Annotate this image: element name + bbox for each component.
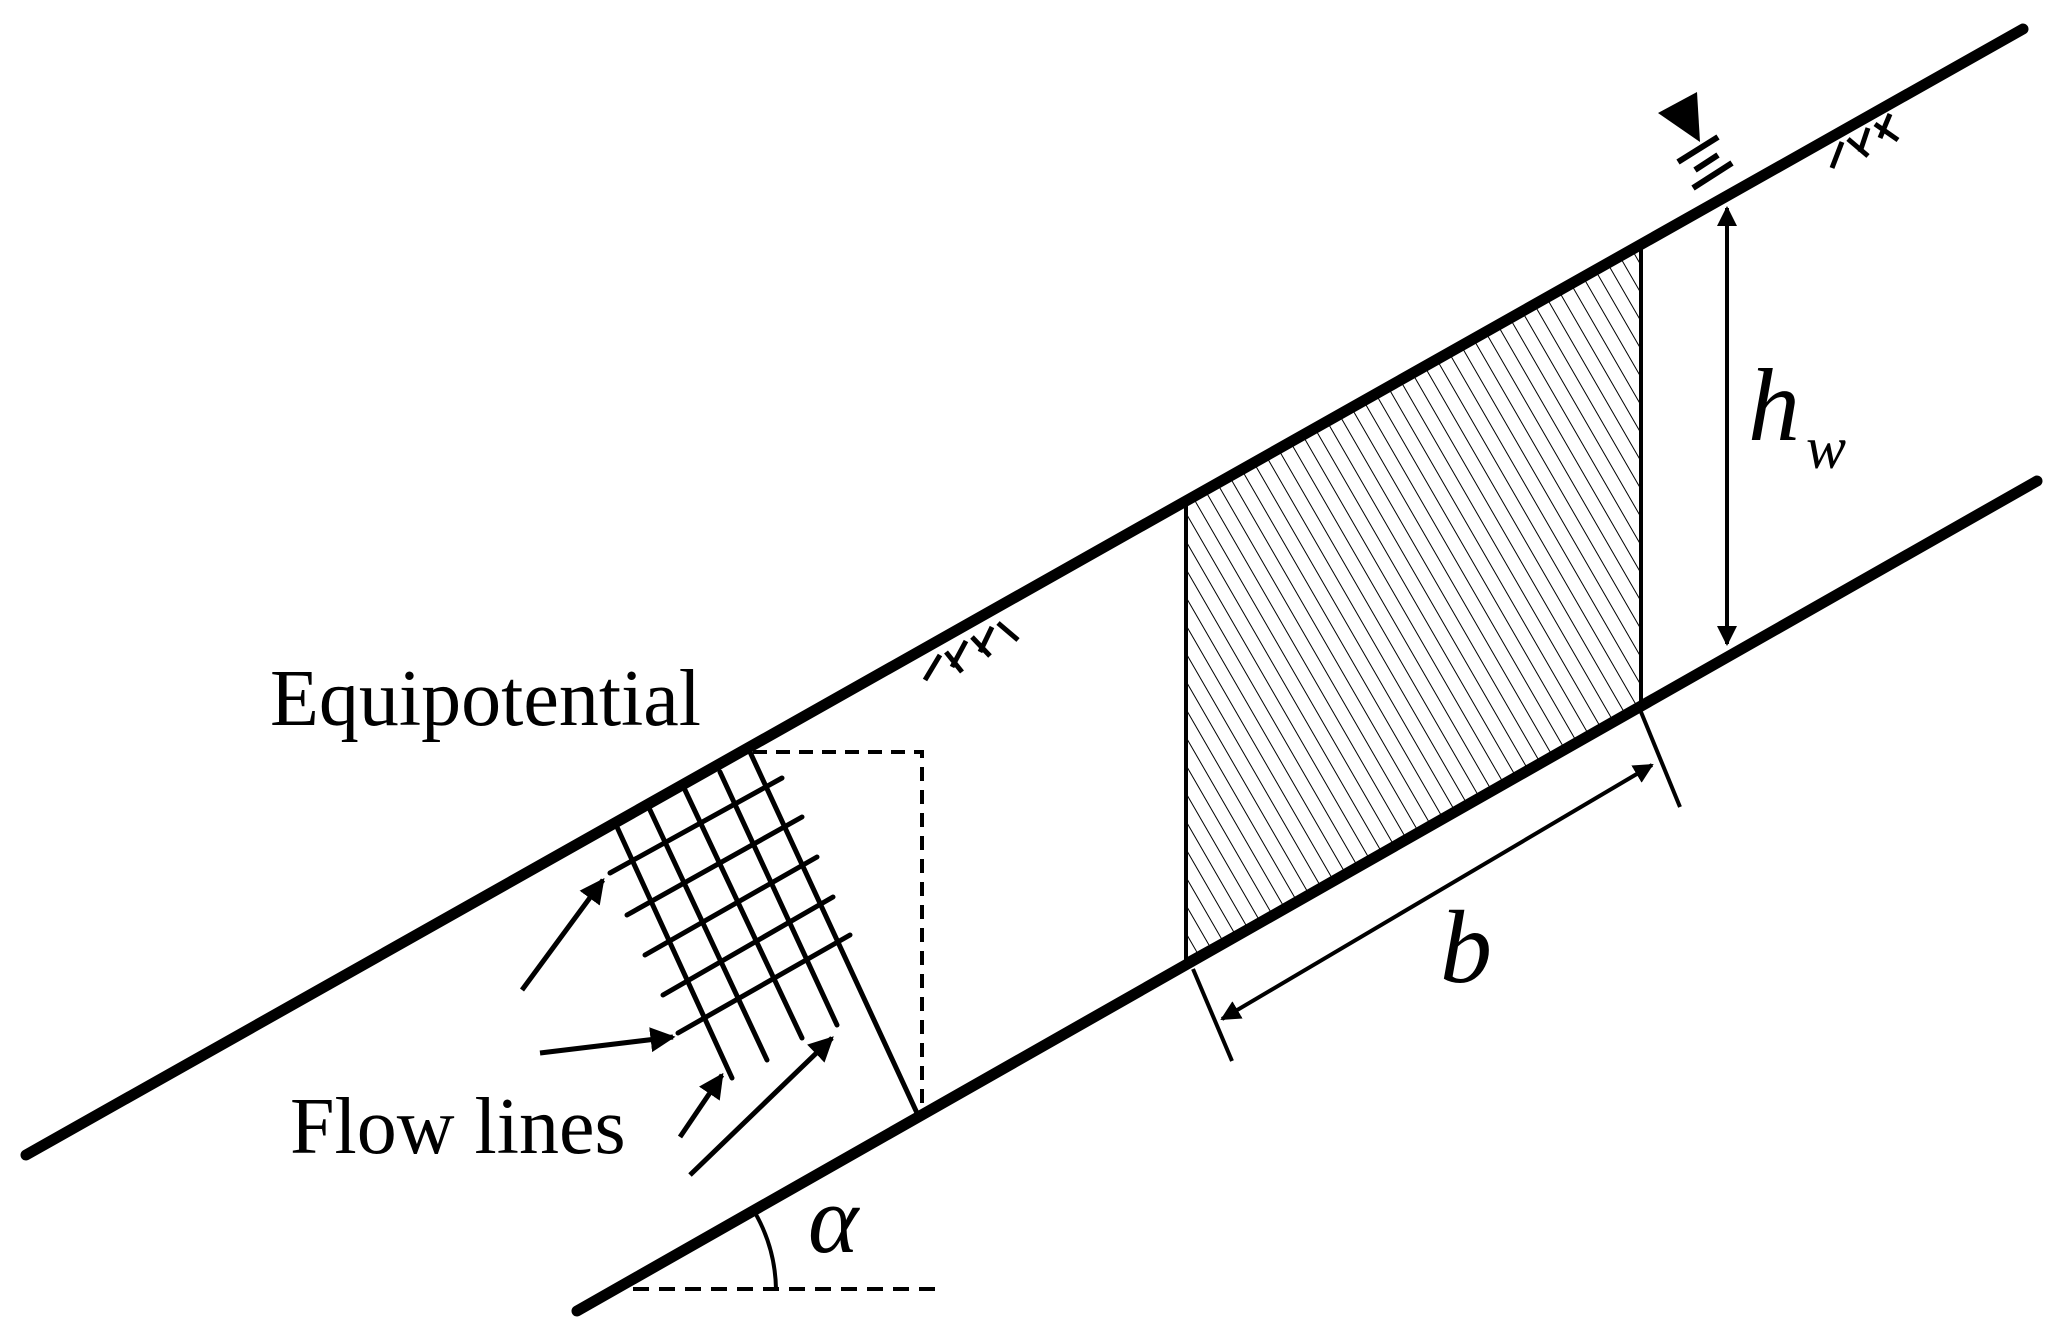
flow-lines-label: Flow lines bbox=[290, 1083, 626, 1171]
flow-line bbox=[647, 807, 770, 1063]
b-dimension-arrow bbox=[1220, 763, 1654, 1021]
hw-subscript: w bbox=[1806, 415, 1846, 481]
b-label: b bbox=[1440, 890, 1492, 1005]
ground-hatch-icon bbox=[1829, 113, 1900, 169]
dashed-vertical-reference bbox=[753, 750, 924, 1110]
equipotential-line bbox=[675, 932, 853, 1036]
flow-arrows bbox=[519, 877, 834, 1177]
flow-arrow bbox=[677, 1072, 725, 1139]
alpha-label: α bbox=[808, 1166, 860, 1273]
b-tick-left bbox=[1191, 968, 1234, 1062]
equipotential-line bbox=[607, 775, 785, 876]
hw-label: h bbox=[1748, 348, 1800, 463]
ground-hatch-icon bbox=[922, 621, 1020, 682]
equipotential-line bbox=[660, 894, 836, 998]
equipotential-label: Equipotential bbox=[270, 655, 701, 743]
equipotential-line bbox=[624, 814, 805, 918]
flow-arrow bbox=[519, 877, 606, 992]
b-tick-right bbox=[1639, 711, 1682, 808]
flow-arrow bbox=[539, 1027, 676, 1056]
alpha-angle-arc bbox=[752, 1209, 778, 1290]
ground-surface-line bbox=[20, 23, 2029, 1161]
water-table-icon bbox=[1658, 92, 1734, 191]
flow-arrow bbox=[688, 1036, 834, 1177]
flow-line bbox=[717, 769, 840, 1028]
flow-line bbox=[614, 824, 735, 1081]
equipotential-line bbox=[642, 854, 820, 958]
flow-line bbox=[747, 749, 920, 1116]
soil-slice-hatched bbox=[1184, 244, 1643, 964]
flow-net bbox=[607, 749, 920, 1116]
flow-line bbox=[682, 787, 805, 1041]
